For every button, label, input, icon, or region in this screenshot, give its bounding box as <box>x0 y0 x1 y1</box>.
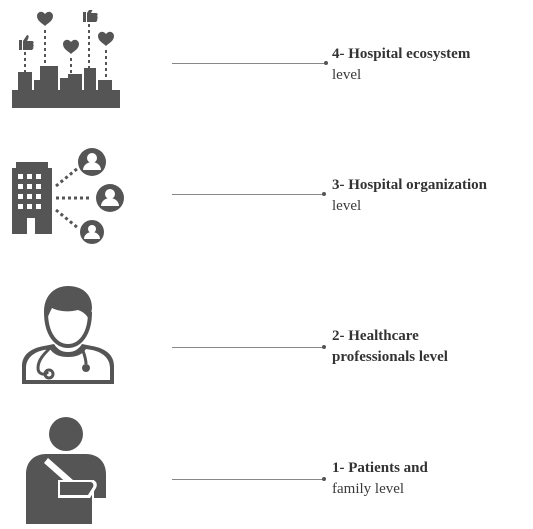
connector-dot <box>322 192 326 196</box>
level-2-label: 2- Healthcare professionals level <box>332 326 528 368</box>
level-4-title: 4- Hospital ecosystem <box>332 46 471 62</box>
patient-sling-icon <box>20 416 110 529</box>
level-3-subtitle: level <box>332 198 362 214</box>
level-2-title: 2- Healthcare <box>332 328 419 344</box>
level-1-title: 1- Patients and <box>332 460 428 476</box>
connector-dot <box>322 477 326 481</box>
level-2-subtitle: professionals level <box>332 349 448 365</box>
level-4-row: 4- Hospital ecosystem level <box>0 0 533 120</box>
connector-line <box>172 347 324 348</box>
level-3-title: 3- Hospital organization <box>332 177 488 193</box>
doctor-icon <box>16 282 116 393</box>
level-4-subtitle: level <box>332 67 362 83</box>
level-2-row: 2- Healthcare professionals level <box>0 278 533 398</box>
building-network-icon <box>8 144 130 249</box>
level-1-row: 1- Patients and family level <box>0 410 533 524</box>
level-1-subtitle: family level <box>332 481 405 497</box>
city-likes-icon <box>8 7 126 117</box>
level-4-label: 4- Hospital ecosystem level <box>332 44 528 86</box>
connector-dot <box>324 61 328 65</box>
level-3-row: 3- Hospital organization level <box>0 130 533 250</box>
connector-line <box>172 63 326 64</box>
level-3-label: 3- Hospital organization level <box>332 175 528 217</box>
level-1-label: 1- Patients and family level <box>332 458 528 500</box>
connector-line <box>172 479 324 480</box>
connector-line <box>172 194 324 195</box>
connector-dot <box>322 345 326 349</box>
